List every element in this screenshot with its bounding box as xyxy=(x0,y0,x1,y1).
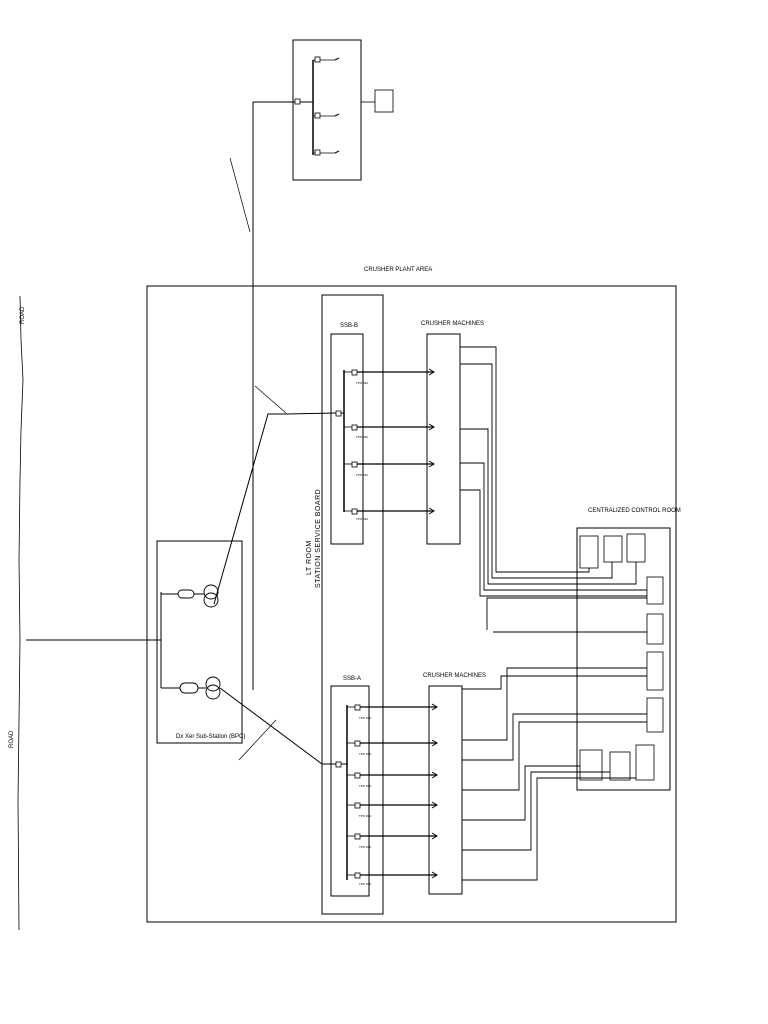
ssb-b-board xyxy=(330,333,364,545)
crusher-machines-bottom-title: CRUSHER MACHINES xyxy=(423,673,486,679)
breaker-rating-label: TPN 63A xyxy=(359,845,371,849)
breaker-rating-label: TPN 63A xyxy=(359,814,371,818)
substation-box xyxy=(156,540,243,744)
road-boundary xyxy=(17,295,24,931)
breaker-rating-label: TPN 63A xyxy=(359,882,371,886)
breaker-rating-label: TPN 63A xyxy=(356,435,368,439)
road-label-bottom: ROAD xyxy=(9,730,15,748)
substation-label: Dx Xer Sub-Station (BPC) xyxy=(176,734,245,740)
crusher-machines-bottom-box xyxy=(428,685,463,895)
breaker-rating-labels: TPN 63A TPN 63A TPN 63A TPN 63A TPN 63A … xyxy=(356,381,371,886)
top-feeder-cable xyxy=(229,101,295,288)
breaker-rating-label: TPN 63A xyxy=(359,752,371,756)
centralized-control-room-title: CENTRALIZED CONTROL ROOM xyxy=(588,508,681,514)
ssb-a-feeders xyxy=(360,703,438,879)
control-panels xyxy=(579,533,664,781)
control-wiring-bottom xyxy=(462,597,647,881)
breaker-rating-label: TPN 63A xyxy=(359,716,371,720)
centralized-control-room-box xyxy=(576,527,671,791)
road-label-top: ROAD xyxy=(20,306,26,324)
lt-room-label: LT ROOM xyxy=(306,540,313,575)
lt-room-box xyxy=(321,294,384,915)
crusher-plant-area-title: CRUSHER PLANT AREA xyxy=(364,267,432,273)
ssb-b-label: SSB-B xyxy=(340,323,358,329)
crusher-plant-area-boundary xyxy=(146,285,677,923)
breaker-rating-label: TPN 63A xyxy=(356,381,368,385)
breaker-rating-label: TPN 63A xyxy=(356,473,368,477)
breaker-rating-label: TPN 63A xyxy=(356,517,368,521)
crusher-machines-top-title: CRUSHER MACHINES xyxy=(421,321,484,327)
ssb-a-label: SSB-A xyxy=(343,676,361,682)
ssb-b-feeders xyxy=(357,368,435,515)
transformer-2 xyxy=(161,676,221,700)
station-service-board-label: STATION SERVICE BOARD xyxy=(315,489,322,588)
crusher-machines-top-box xyxy=(426,333,461,545)
top-distribution-panel xyxy=(292,39,394,181)
control-wiring-top xyxy=(460,346,647,597)
cable-to-ssb-b xyxy=(213,288,337,690)
transformer-1 xyxy=(161,584,219,608)
breaker-rating-label: TPN 63A xyxy=(359,784,371,788)
cable-to-ssb-a xyxy=(219,687,336,765)
